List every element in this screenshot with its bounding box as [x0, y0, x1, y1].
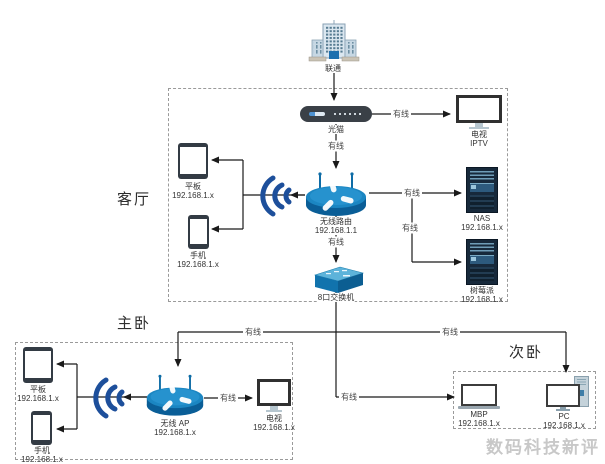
wired-label-router-switch: 有线: [326, 236, 346, 248]
switch-label: 8口交换机: [316, 293, 356, 303]
wired-label-modem-iptv: 有线: [391, 108, 411, 120]
master-bedroom-box: [15, 342, 293, 460]
raspberry-pi-icon: [466, 239, 498, 285]
wired-label-main-left: 有线: [243, 326, 263, 338]
raspberry-pi-label: 树莓派 192.168.1.x: [461, 286, 503, 305]
watermark: 数码科技新评: [486, 438, 600, 457]
wired-label-modem-router: 有线: [326, 140, 346, 152]
modem-light-strip: [309, 112, 325, 116]
mbp-label: MBP 192.168.1.x: [458, 410, 500, 429]
phone-master-label: 手机 192.168.1.x: [21, 446, 63, 464]
iptv-label: 电视 IPTV: [470, 130, 488, 149]
tv-master-icon: [257, 379, 291, 412]
pc-label: PC 192.168.1.x: [543, 412, 585, 431]
wired-label-switch-mbp: 有线: [339, 391, 359, 403]
phone-master-icon: [31, 411, 52, 445]
tablet-living-icon: [178, 143, 208, 179]
switch-icon: [313, 266, 365, 293]
wired-label-router-nas: 有线: [402, 187, 422, 199]
ap-label: 无线 AP 192.168.1.x: [153, 419, 197, 438]
phone-living-icon: [188, 215, 209, 249]
ap-icon: [146, 374, 204, 416]
pc-monitor: [546, 384, 580, 407]
modem-led-dots: [334, 113, 362, 115]
phone-living-label: 手机 192.168.1.x: [177, 251, 219, 270]
modem-icon: [300, 106, 372, 122]
wired-label-main-right: 有线: [440, 326, 460, 338]
isp-building-icon: [308, 20, 360, 62]
tv-master-label: 电视 192.168.1.x: [253, 414, 295, 433]
iptv-icon: [456, 95, 502, 129]
router-label: 无线路由 192.168.1.1: [313, 217, 359, 236]
second-bedroom-label: 次卧: [508, 344, 544, 361]
modem-label: 光猫: [327, 125, 345, 135]
wifi-signal-icon-master: [93, 377, 125, 419]
mbp-icon: [458, 384, 500, 409]
iptv-screen: [456, 95, 502, 123]
nas-icon: [466, 167, 498, 213]
master-bedroom-label: 主卧: [116, 315, 152, 332]
pc-icon: [546, 375, 592, 411]
tablet-master-icon: [23, 347, 53, 383]
wifi-signal-icon: [260, 175, 292, 217]
wired-label-ap-tv: 有线: [218, 392, 238, 404]
tablet-master-label: 平板 192.168.1.x: [17, 385, 59, 404]
wired-label-nas-rpi: 有线: [400, 222, 420, 234]
nas-label: NAS 192.168.1.x: [461, 214, 503, 233]
living-room-label: 客厅: [116, 191, 152, 208]
iptv-stand: [475, 123, 483, 127]
iptv-stand-base: [469, 127, 489, 129]
tablet-living-label: 平板 192.168.1.x: [172, 182, 214, 201]
router-icon: [306, 172, 366, 216]
isp-label: 联通: [324, 64, 342, 74]
